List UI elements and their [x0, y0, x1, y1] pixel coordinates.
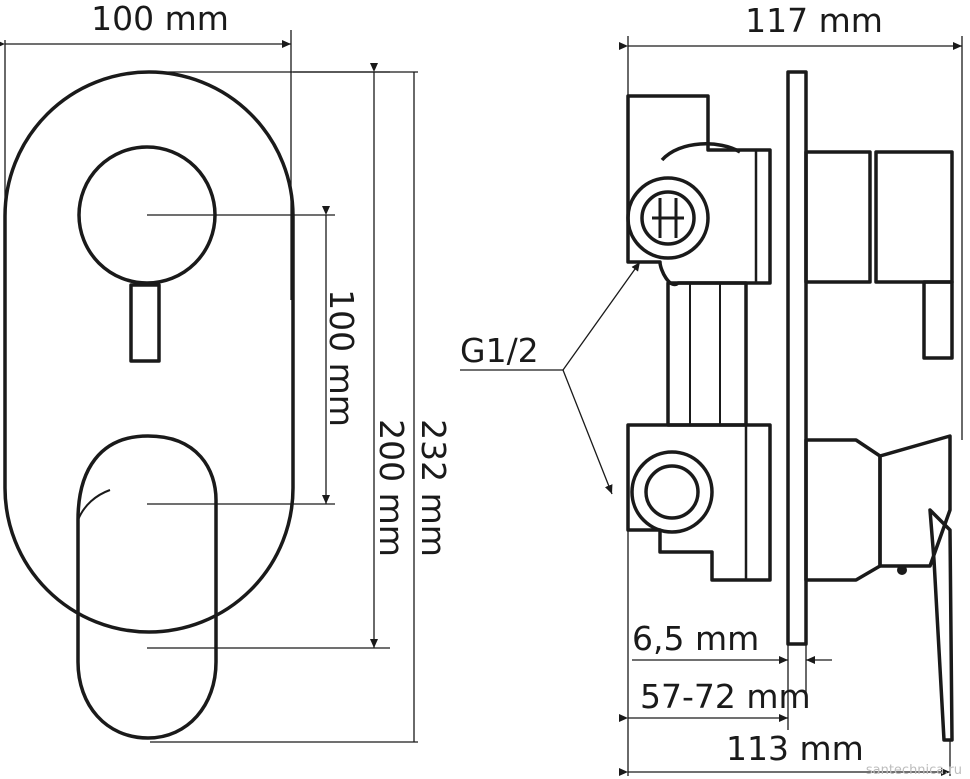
cover-plate — [3, 70, 295, 634]
dim-side-depth: 117 mm — [745, 1, 883, 40]
dim-body-depth: 113 mm — [726, 729, 864, 768]
thread-label: G1/2 — [460, 331, 539, 370]
side-lever — [878, 434, 952, 568]
selector-stem — [129, 283, 161, 363]
side-lever-base — [804, 438, 882, 582]
front-view — [3, 70, 295, 740]
mixer-handle — [76, 434, 218, 740]
side-dimensions: 117 mm 6,5 mm 57-72 mm 113 mm — [619, 1, 963, 776]
lower-inlet — [630, 450, 714, 534]
selector-pin — [922, 280, 954, 360]
side-view — [626, 70, 954, 742]
dim-front-width: 100 mm — [91, 0, 229, 38]
lower-body — [626, 423, 772, 582]
thread-callout: G1/2 — [460, 261, 641, 495]
center-body — [666, 281, 748, 427]
dim-plate-thickness: 6,5 mm — [632, 619, 759, 658]
selector-cylinder — [804, 150, 872, 284]
dim-adjust-range: 57-72 mm — [640, 677, 811, 716]
side-lever-tip — [928, 508, 954, 742]
dim-overall-height: 232 mm — [414, 419, 453, 557]
front-dimensions: 100 mm 100 mm 200 mm 232 mm — [0, 0, 453, 743]
dim-plate-height: 200 mm — [372, 419, 411, 557]
dim-lever-spacing: 100 mm — [322, 289, 361, 427]
watermark: santechnica.ru — [866, 763, 962, 778]
side-cover-plate — [786, 70, 808, 646]
upper-inlet — [626, 176, 710, 260]
